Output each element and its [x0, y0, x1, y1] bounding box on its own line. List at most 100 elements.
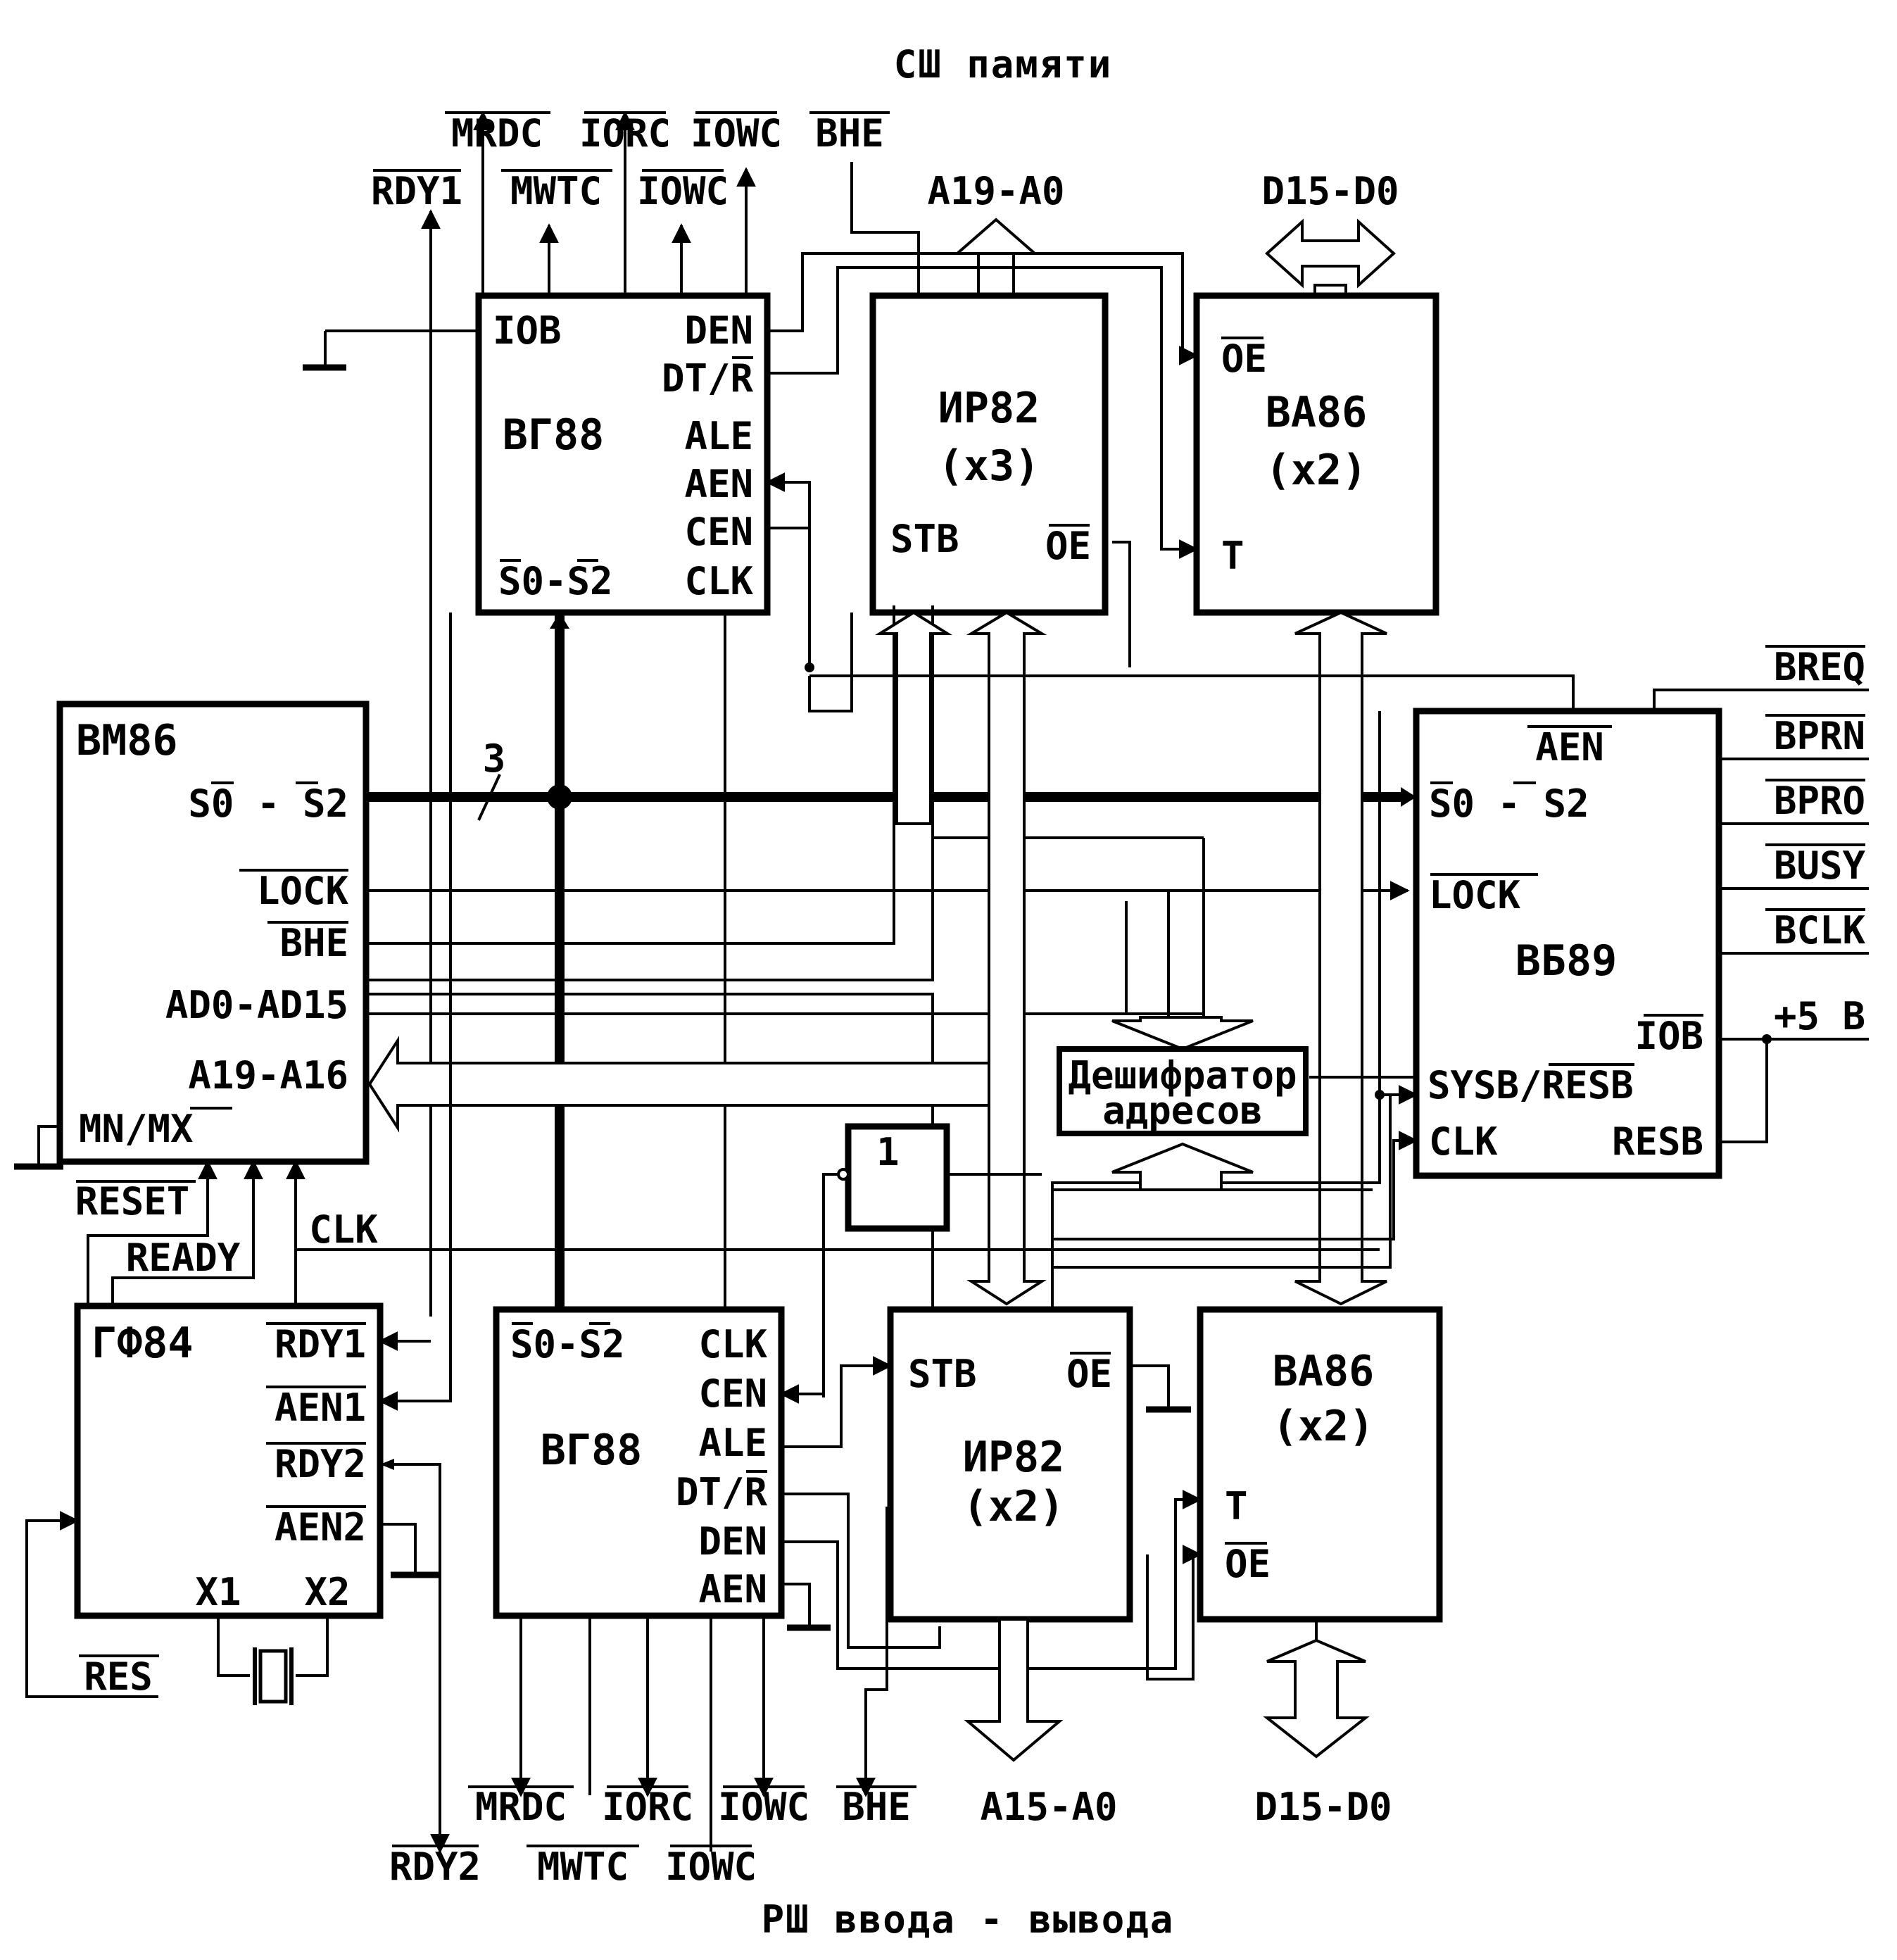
signal-bhe-bot: BHE [842, 1785, 911, 1829]
data-bus-vertical [1294, 610, 1387, 1306]
address-bus-vertical [875, 610, 952, 825]
gf84-name: ГФ84 [92, 1319, 194, 1368]
vg88-top-pin-dtr: DT/R [662, 356, 754, 401]
signal-bhe-top: BHE [815, 111, 884, 156]
vm86-pin-ad: AD0-AD15 [165, 983, 348, 1027]
ir82-top-mult: (х3) [938, 441, 1040, 491]
data-bus-bottom-arrow [1263, 1638, 1370, 1759]
va86-bot-mult: (х2) [1273, 1402, 1375, 1451]
vg88-top-pin-cen: CEN [684, 510, 753, 554]
va86-bot-pin-oe: OE [1225, 1542, 1271, 1586]
status-bus-count: 3 [483, 736, 506, 781]
vb89-name: ВБ89 [1515, 936, 1618, 986]
block-gf84: ГФ84 RDY1 AEN1 RDY2 AEN2 X1 X2 [74, 1302, 384, 1619]
gf84-pin-rdy2: RDY2 [275, 1442, 366, 1486]
signal-d15-d0-bot: D15-D0 [1254, 1785, 1392, 1829]
vm86-pin-lock: LOCK [257, 869, 349, 913]
signal-iowc2-bot: IOWC [665, 1845, 757, 1889]
vb89-pin-sysb: SYSB/RESB [1428, 1063, 1634, 1107]
block-ir82-bottom: STB OE ИР82 (х2) [887, 1306, 1191, 1623]
va86-top-name: ВА86 [1266, 388, 1368, 437]
block-va86-bottom: ВА86 (х2) T OE [1146, 1306, 1443, 1681]
caption-io-bus: РШ ввода - вывода [762, 1897, 1175, 1942]
gf84-pin-aen2: AEN2 [275, 1505, 366, 1550]
vm86-pin-mnmx: MN/MX [79, 1107, 194, 1151]
vb89-right-signals: BREQ BPRN BPRO BUSY BCLK +5 В [1653, 645, 1869, 1143]
vb89-pin-resb: RESB [1612, 1119, 1703, 1164]
signal-iowc-bot: IOWC [718, 1785, 809, 1829]
signal-bprn: BPRN [1774, 714, 1865, 758]
address-bus-top-arrow [953, 218, 1039, 296]
vg88-top-pin-clk: CLK [684, 559, 753, 603]
vg88-top-name: ВГ88 [503, 410, 605, 460]
ad-bus-vertical [966, 610, 1047, 1306]
vg88-bot-pin-dtr: DT/R [676, 1470, 768, 1514]
vg88-bot-pin-clk: CLK [698, 1322, 767, 1367]
signal-breq: BREQ [1774, 645, 1865, 689]
gf84-pin-aen1: AEN1 [275, 1386, 366, 1430]
vg88-top-control-wires [724, 252, 1199, 1309]
vb89-pin-iob: IOB [1634, 1014, 1703, 1058]
signal-clk-gf84: CLK [309, 1207, 378, 1252]
block-address-decoder: Дешифратор адресов [1052, 1016, 1373, 1191]
gf84-pin-rdy1: RDY1 [275, 1322, 366, 1367]
data-bus-top-arrow [1265, 218, 1396, 289]
vm86-name: ВМ86 [76, 716, 178, 765]
signal-mrdc-bot: MRDC [475, 1785, 567, 1829]
signal-bpro: BPRO [1774, 779, 1865, 823]
vg88-top-pin-aen: AEN [684, 462, 753, 506]
signal-busy: BUSY [1774, 843, 1866, 888]
vg88-top-pin-iob: IOB [493, 308, 562, 353]
ir82-top-pin-stb: STB [890, 517, 959, 561]
bottom-signal-labels: MRDC IORC IOWC BHE A15-A0 D15-D0 RDY2 MW… [389, 1785, 1392, 1889]
signal-plus5v: +5 В [1774, 994, 1865, 1038]
signal-a19-a0: A19-A0 [927, 169, 1064, 213]
block-vg88-top: IOB DEN DT/R ВГ88 ALE AEN CEN S0-S2 CLK [303, 292, 771, 616]
signal-rdy2-bot: RDY2 [389, 1845, 481, 1889]
vg88-bot-pin-aen: AEN [698, 1567, 767, 1612]
signal-ready: READY [126, 1236, 241, 1280]
block-inverter: 1 [822, 1123, 1042, 1397]
va86-top-pin-t: T [1221, 534, 1244, 578]
ir82-top-name: ИР82 [938, 384, 1040, 433]
vg88-bot-pin-cen: CEN [698, 1371, 767, 1416]
gf84-pin-x1: X1 [195, 1570, 241, 1614]
ir82-bot-name: ИР82 [963, 1433, 1065, 1482]
vb89-pin-clk: CLK [1429, 1119, 1498, 1164]
vm86-pin-a19: A19-A16 [188, 1053, 348, 1098]
vg88-top-pin-ale: ALE [684, 414, 753, 458]
vg88-bot-pin-s0s2: S0-S2 [510, 1322, 625, 1367]
signal-iowc2-top: IOWC [637, 169, 729, 213]
block-vg88-bottom: S0-S2 CLK CEN ВГ88 ALE DT/R DEN AEN [493, 1306, 785, 1619]
gf84-wires: RES RESET READY CLK [25, 612, 1380, 1795]
signal-iorc-bot: IORC [602, 1785, 693, 1829]
signal-res: RES [84, 1654, 153, 1699]
vg88-bot-pin-den: DEN [698, 1519, 767, 1564]
va86-top-pin-oe: OE [1221, 337, 1267, 381]
signal-reset: RESET [75, 1179, 190, 1224]
vb89-pin-lock: LOCK [1429, 873, 1521, 917]
decoder-line1: Дешифратор [1068, 1053, 1297, 1098]
signal-mrdc-top: MRDC [451, 111, 543, 156]
top-signal-labels: MRDC IORC IOWC BHE RDY1 MWTC IOWC A19-A0… [371, 111, 1399, 213]
vm86-pin-s0s2: S0 - S2 [188, 781, 348, 826]
vm86-pin-bhe: BHE [279, 921, 348, 965]
block-ir82-top: ИР82 (х3) STB OE [869, 292, 1109, 616]
block-va86-top: OE ВА86 (х2) T [1193, 292, 1439, 616]
vb89-pin-aen: AEN [1535, 725, 1604, 769]
va86-bot-name: ВА86 [1273, 1347, 1375, 1396]
address-bus-bottom-arrow [964, 1618, 1064, 1762]
vg88-top-pin-den: DEN [684, 308, 753, 353]
inverter-label: 1 [876, 1130, 900, 1174]
ir82-bot-pin-oe: OE [1066, 1352, 1112, 1396]
decoder-line2: адресов [1102, 1088, 1263, 1133]
ir82-bot-pin-stb: STB [908, 1352, 977, 1396]
status-bus: 3 [366, 612, 1416, 1309]
signal-mwtc-bot: MWTC [537, 1845, 629, 1889]
signal-iowc-top: IOWC [691, 111, 782, 156]
signal-mwtc-top: MWTC [510, 169, 602, 213]
caption-memory-bus: СШ памяти [894, 42, 1113, 87]
vg88-bot-pin-ale: ALE [698, 1421, 767, 1465]
vb89-pin-s0s2: S0 - S2 [1429, 781, 1589, 826]
